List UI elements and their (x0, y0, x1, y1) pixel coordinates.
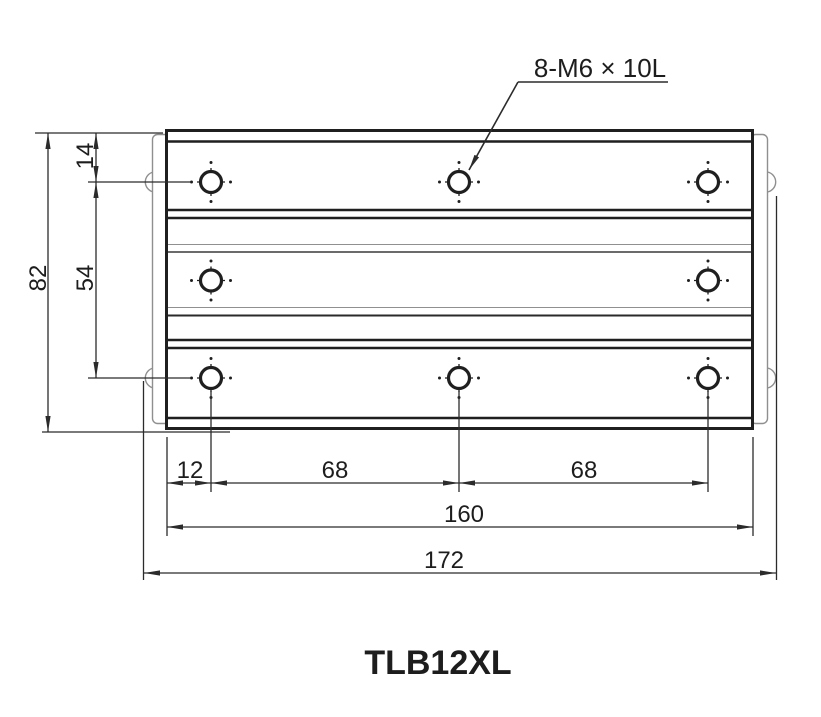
rail-body (144, 129, 777, 430)
dim-col-spacing-left-label: 68 (322, 457, 349, 484)
right-ear-top (767, 171, 777, 193)
dim-total-width-label: 172 (424, 547, 464, 574)
dim-total-height-label: 82 (25, 265, 52, 292)
dim-top-to-hole-label: 14 (72, 143, 99, 170)
right-ear-bottom (767, 367, 777, 389)
dim-edge-to-hole-label: 12 (177, 457, 204, 484)
dimension-lines (45, 133, 776, 576)
dim-col-spacing-right-label: 68 (571, 457, 598, 484)
hole-callout-label: 8-M6 × 10L (534, 53, 666, 83)
dim-hole-span-label: 160 (444, 501, 484, 528)
dim-row-spacing-label: 54 (72, 265, 99, 292)
extension-lines (35, 132, 778, 580)
hole-callout-leader (468, 81, 668, 171)
part-number-title: TLB12XL (364, 644, 511, 682)
